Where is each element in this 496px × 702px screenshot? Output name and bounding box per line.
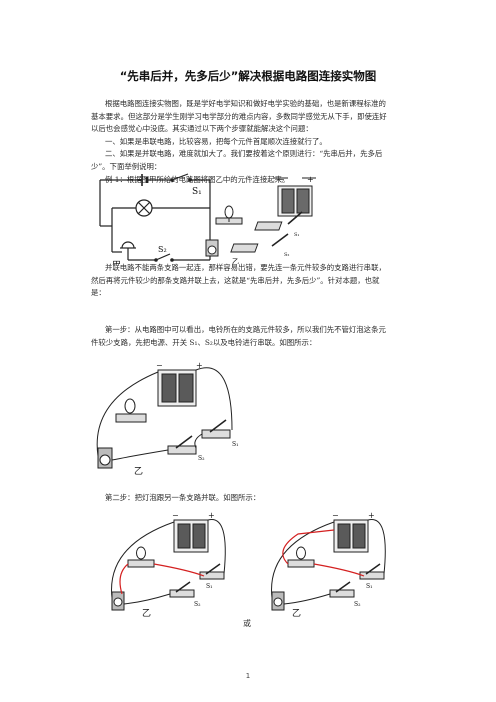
step2-paragraph: 第二步：把灯泡跟另一条支路并联。如图所示： — [91, 492, 409, 505]
battery-minus: − — [278, 175, 285, 184]
intro-line-7: 例 1：根据图甲所给的电路图将图乙中的元件连接起来。 — [105, 174, 290, 184]
f3a-s1-label: S₁ — [206, 583, 213, 590]
intro-paragraph: 根据电路图连接实物图，既是学好电学知识和做好电学实验的基础，也是新课程标准的 基… — [91, 98, 409, 186]
red-wire-right — [282, 529, 365, 577]
f2-battery-plus: + — [196, 361, 203, 370]
components-group — [205, 177, 316, 257]
f3a-s2-label: S₂ — [194, 601, 201, 608]
figure-3-left-svg: − + S₁ S₂ 乙 — [111, 511, 226, 618]
figure-1: S₁ S₂ 甲 − + S₁ S₂ 乙 — [92, 172, 412, 264]
figure-2-svg: − + S₁ S₂ 乙 — [96, 361, 239, 477]
f2-s2-label: S₂ — [198, 455, 205, 462]
f3a-yi-label: 乙 — [142, 608, 151, 618]
battery-plus: + — [307, 175, 314, 184]
yi-label: 乙 — [232, 258, 239, 264]
f3b-battery-minus: − — [332, 511, 339, 520]
f2-s1-label: S₁ — [232, 441, 239, 448]
figure-3-right: − + S₁ S₂ 乙 — [268, 510, 392, 618]
f3b-s1-label: S₁ — [366, 583, 373, 590]
intro-line-6: 少”。下面举例说明： — [91, 161, 162, 171]
para2-line-3: 是： — [91, 288, 106, 298]
explanation-paragraph: 并联电路不能两条支路一起连，那样容易出错，要先连一条元件较多的支路进行串联， 然… — [91, 262, 409, 300]
figure-3-left: − + S₁ S₂ 乙 — [108, 510, 232, 618]
f3b-s2-label: S₂ — [354, 601, 361, 608]
para3-line-1: 第一步：从电路图中可以看出，电铃所在的支路元件较多，所以我们先不管灯泡这条元 — [105, 325, 386, 334]
figure-2: − + S₁ S₂ 乙 — [92, 360, 262, 478]
page-number: 1 — [245, 672, 251, 680]
f3b-battery-plus: + — [368, 511, 375, 520]
jia-label: 甲 — [112, 260, 121, 264]
page-title: “先串后并，先多后少”解决根据电路图连接实物图 — [119, 69, 377, 83]
para2-line-2: 然后再将元件较少的那条支路并联上去，这就是“先串后并，先多后少”。针对本题，也就 — [91, 275, 380, 285]
intro-line-2: 基本要求。但这部分是学生刚学习电学部分的难点内容，多数同学感觉无从下手，即使连好 — [91, 111, 387, 121]
intro-line-5: 二、如果是并联电路，难度就加大了。我们要按着这个原则进行：“先串后并，先多后 — [105, 149, 383, 159]
intro-line-4: 一、如果是串联电路，比较容易，把每个元件首尾顺次连接就行了。 — [105, 136, 327, 146]
circuit-diagram — [99, 173, 211, 262]
step1-paragraph: 第一步：从电路图中可以看出，电铃所在的支路元件较多，所以我们先不管灯泡这条元 件… — [91, 324, 409, 349]
f3a-battery-minus: − — [172, 511, 179, 520]
red-wire-left — [119, 563, 205, 595]
intro-line-3: 以后也会感觉心中没底。其实通过以下两个步骤就能解决这个问题： — [91, 124, 313, 134]
or-text: 或 — [243, 619, 251, 628]
s1-small-label: S₁ — [294, 232, 299, 238]
f3b-yi-label: 乙 — [292, 608, 301, 618]
f2-yi-label: 乙 — [134, 466, 143, 477]
f2-battery-minus: − — [156, 361, 163, 370]
para4-line-1: 第二步：把灯泡跟另一条支路并联。如图所示： — [105, 493, 261, 502]
s2-label: S₂ — [158, 245, 167, 254]
figure-1-svg: S₁ S₂ 甲 − + S₁ S₂ 乙 — [99, 173, 316, 264]
intro-line-1: 根据电路图连接实物图，既是学好电学知识和做好电学实验的基础，也是新课程标准的 — [105, 99, 386, 108]
figure-3-right-svg: − + S₁ S₂ 乙 — [271, 511, 386, 618]
s1-label: S₁ — [192, 187, 202, 197]
f3a-battery-plus: + — [208, 511, 215, 520]
s2-small-label: S₂ — [284, 252, 289, 258]
para3-line-2: 件较少支路，先把电源、开关 S₁、S₂以及电铃进行串联。如图所示： — [91, 337, 317, 347]
para2-line-1: 并联电路不能两条支路一起连，那样容易出错，要先连一条元件较多的支路进行串联， — [105, 263, 386, 272]
